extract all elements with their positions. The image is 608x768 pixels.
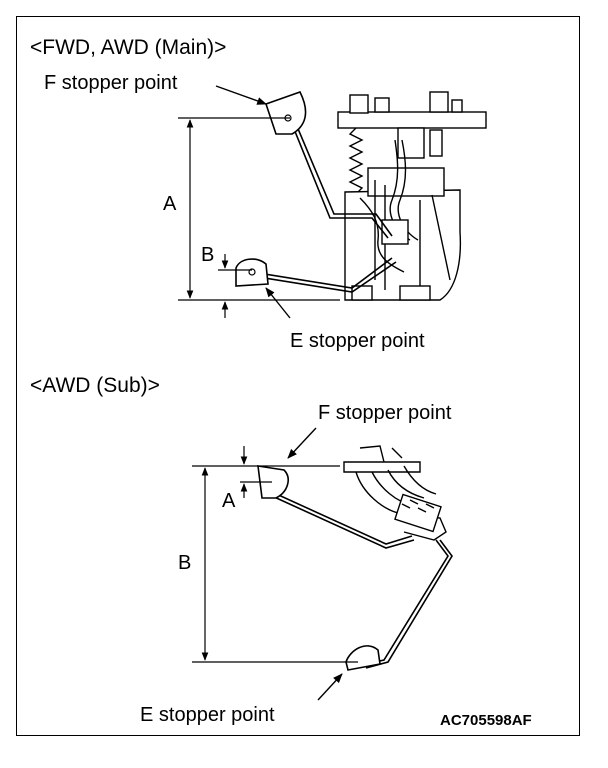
sub-e-stopper-float (345, 645, 381, 671)
sub-dimension-b-label: B (178, 552, 192, 574)
diagram-frame (16, 16, 580, 736)
main-section-heading: <FWD, AWD (Main)> (30, 36, 227, 59)
main-dimension-a-label: A (163, 193, 177, 215)
sub-e-stopper-label: E stopper point (140, 704, 275, 726)
sub-dimension-a-label: A (222, 490, 236, 512)
sub-section-heading: <AWD (Sub)> (30, 374, 160, 397)
sub-f-stopper-label: F stopper point (318, 402, 452, 424)
figure-code: AC705598AF (440, 712, 532, 729)
sub-f-stopper-float (257, 465, 289, 499)
main-e-stopper-leader (265, 287, 291, 319)
main-f-stopper-label: F stopper point (44, 72, 178, 94)
sub-dimension-lines (192, 446, 358, 663)
main-fuel-pump-assembly (337, 91, 487, 301)
main-float-arm (251, 123, 397, 293)
sub-e-stopper-leader (317, 673, 343, 701)
sub-f-stopper-leader (287, 427, 317, 459)
main-dimension-lines (178, 117, 340, 318)
main-dimension-b-label: B (201, 244, 215, 266)
main-f-stopper-float (264, 91, 307, 135)
main-e-stopper-float (235, 258, 269, 287)
main-e-stopper-label: E stopper point (290, 330, 425, 352)
main-f-stopper-leader (215, 85, 267, 105)
sub-sender-assembly (343, 445, 447, 541)
